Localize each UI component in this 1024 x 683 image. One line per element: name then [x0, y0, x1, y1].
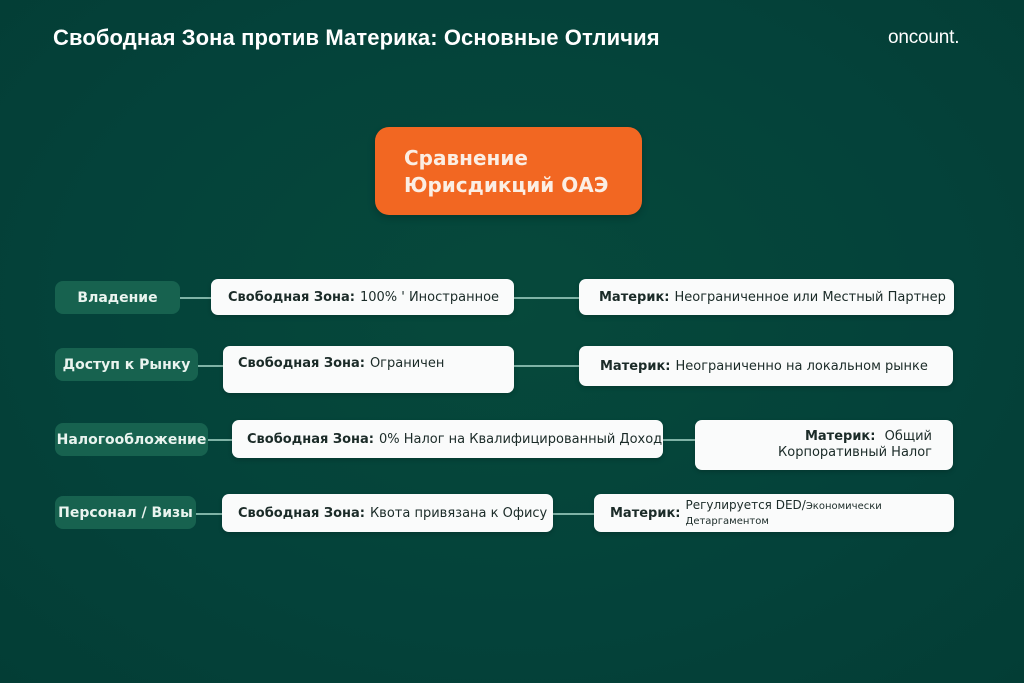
mainland-label: Материк: [599, 289, 670, 305]
category-staff-visas: Персонал / Визы [55, 496, 196, 529]
category-label: Доступ к Рынку [62, 356, 191, 373]
freezone-card-taxation: Свободная Зона: 0% Налог на Квалифициров… [232, 420, 663, 458]
category-taxation: Налогообложение [55, 423, 208, 456]
mainland-card-staff-visas: Материк: Регулируется DED/Экономически Д… [594, 494, 954, 532]
freezone-value: 0% Налог на Квалифицированный Доход [378, 431, 663, 447]
connector [514, 365, 580, 367]
freezone-label: Свободная Зона: [238, 356, 365, 371]
category-market-access: Доступ к Рынку [55, 348, 198, 381]
connector [208, 439, 233, 441]
mainland-value: Регулируется DED/Экономически Детаргамен… [686, 498, 955, 528]
freezone-value: Ограничен [369, 356, 445, 371]
freezone-card-market-access: Свободная Зона: Ограничен [223, 346, 514, 393]
freezone-value: 100% ' Иностранное [359, 289, 500, 305]
category-label: Налогообложение [56, 431, 207, 448]
connector [198, 365, 223, 367]
mainland-label: Материк: [804, 429, 876, 444]
mainland-card-taxation: Материк: Общий Корпоративный Налог [695, 420, 953, 470]
freezone-card-ownership: Свободная Зона: 100% ' Иностранное [211, 279, 514, 315]
mainland-value-main: Регулируется DED/ [685, 498, 806, 512]
page-title: Свободная Зона против Материка: Основные… [53, 25, 660, 50]
freezone-label: Свободная Зона: [238, 505, 365, 521]
mainland-card-market-access: Материк: Неограниченно на локальном рынк… [579, 346, 953, 386]
hub-title-line-1: Сравнение [404, 146, 528, 170]
hub-title-line-2: Юрисдикций ОАЭ [404, 173, 609, 197]
hub-node: Сравнение Юрисдикций ОАЭ [375, 127, 642, 215]
connector [553, 513, 594, 515]
mainland-value: Общий Корпоративный Налог [778, 429, 932, 460]
freezone-card-staff-visas: Свободная Зона: Квота привязана к Офису [222, 494, 553, 532]
category-ownership: Владение [55, 281, 180, 314]
mainland-value-small: Экономически Детаргаментом [685, 501, 882, 527]
freezone-value: Квота привязана к Офису [369, 505, 548, 521]
freezone-label: Свободная Зона: [228, 289, 355, 305]
category-label: Персонал / Визы [58, 504, 193, 521]
mainland-label: Материк: [610, 505, 681, 521]
brand-logo: oncount. [888, 27, 960, 48]
connector [180, 297, 212, 299]
mainland-value: Неограниченное или Местный Партнер [674, 289, 946, 305]
connector [196, 513, 222, 515]
category-label: Владение [77, 289, 158, 306]
freezone-label: Свободная Зона: [247, 431, 374, 447]
connector [514, 297, 580, 299]
mainland-label: Материк: [600, 358, 671, 374]
mainland-value: Неограниченно на локальном рынке [675, 358, 928, 374]
mainland-card-ownership: Материк: Неограниченное или Местный Парт… [579, 279, 954, 315]
connector [663, 439, 695, 441]
